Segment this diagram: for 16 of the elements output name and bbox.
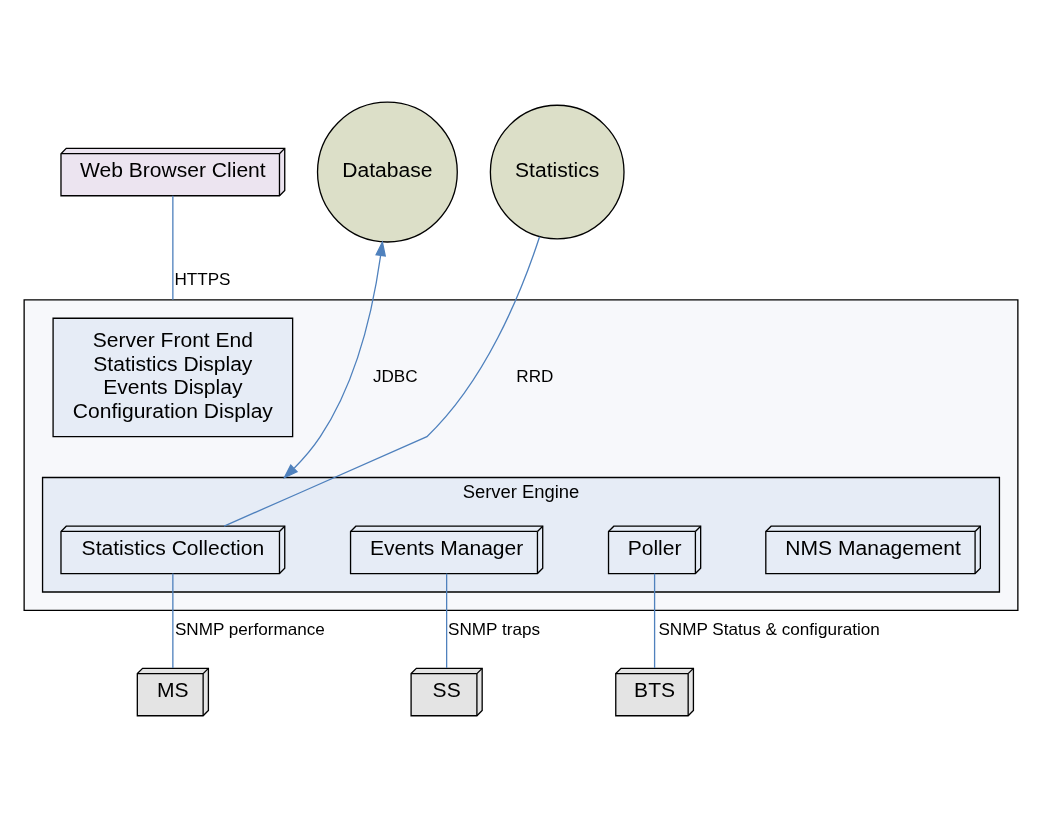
edge-label: HTTPS <box>174 269 231 289</box>
arrow <box>282 239 387 479</box>
connector <box>223 235 541 527</box>
edge-label: SNMP performance <box>174 619 325 639</box>
cluster <box>23 298 1019 611</box>
edge-label: SNMP traps <box>448 619 540 639</box>
edge-label: RRD <box>516 366 554 386</box>
node-circle: Database <box>316 101 458 243</box>
node-box: Server Front End Statistics Display Events Display Configuration Display <box>52 317 294 437</box>
connector <box>653 572 656 669</box>
edge-label: SNMP Status & configuration <box>658 619 880 639</box>
edge-label: JDBC <box>372 366 418 386</box>
connector <box>172 194 174 300</box>
connector <box>172 572 174 669</box>
connector <box>445 572 448 669</box>
node-circle: Statistics <box>489 104 625 240</box>
